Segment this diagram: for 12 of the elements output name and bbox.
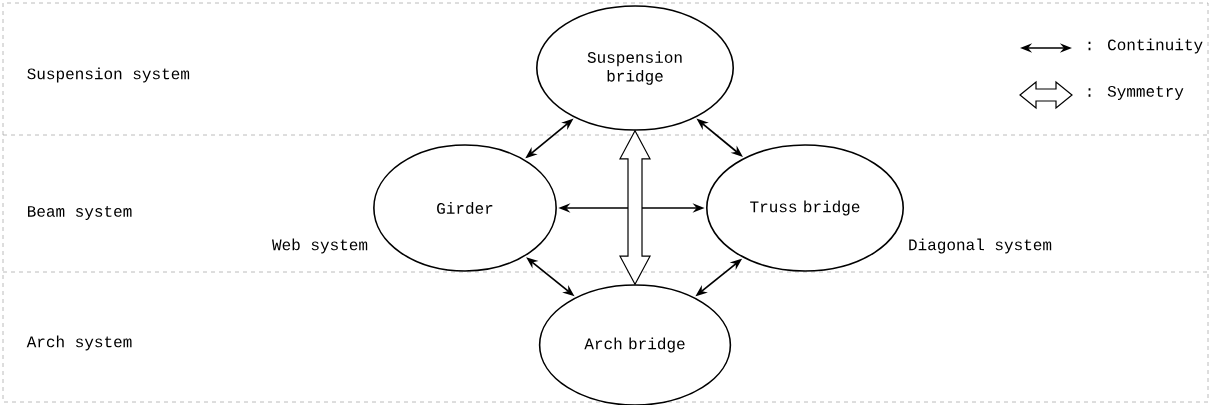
legend-text: : Continuity	[1088, 38, 1203, 54]
ellipse-node: Suspension bridge	[536, 5, 734, 131]
ellipse-node: Arch bridge	[538, 284, 732, 405]
band-label: Arch system	[26, 335, 132, 351]
side-label: Diagonal system	[909, 238, 1052, 254]
ellipse-node: Truss bridge	[706, 144, 904, 272]
band-label: Beam system	[28, 206, 132, 220]
legend-text: : Symmetry	[1088, 86, 1184, 100]
side-label: Web system	[272, 238, 368, 254]
band-label: Suspension system	[27, 67, 190, 83]
ellipse-node: Girder	[373, 144, 557, 272]
node-label: Arch bridge	[584, 337, 685, 353]
